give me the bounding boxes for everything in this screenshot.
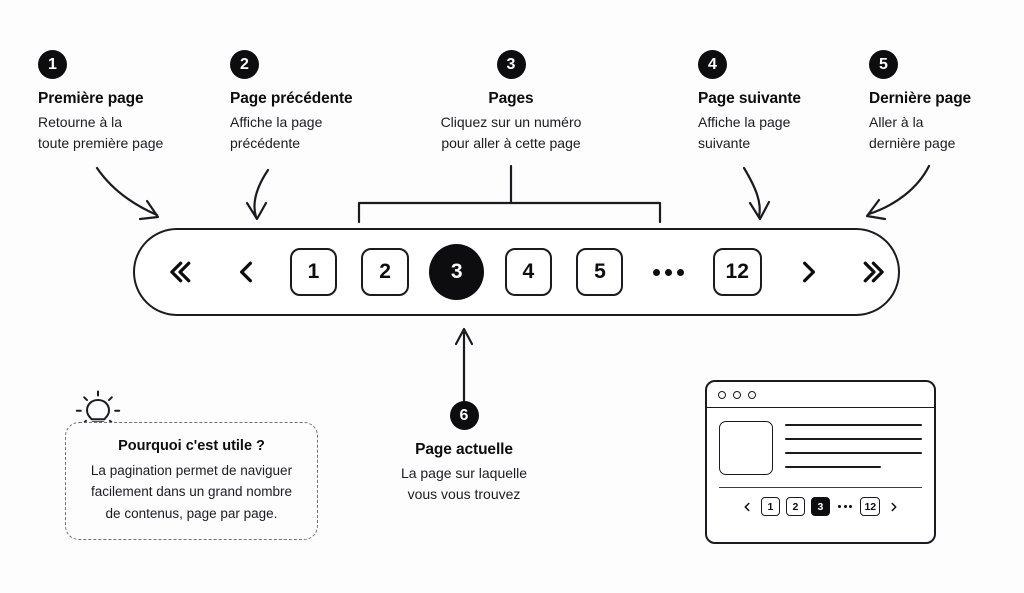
callout-first-page: 1 Première page Retourne à la toute prem…: [38, 50, 163, 153]
page-button-2[interactable]: 2: [361, 248, 409, 296]
callout-badge-5: 5: [869, 50, 898, 79]
chevron-left-icon: [744, 502, 750, 512]
callout-previous-page: 2 Page précédente Affiche la page précéd…: [230, 50, 353, 153]
content-line: [785, 452, 922, 454]
tip-box: Pourquoi c'est utile ? La pagination per…: [65, 422, 318, 540]
callout-title-4: Page suivante: [698, 90, 801, 107]
callout-desc-6: La page sur laquelle vous vous trouvez: [400, 465, 528, 502]
tip-text: La pagination permet de naviguer facilem…: [90, 463, 293, 521]
callout-title-2: Page précédente: [230, 90, 353, 107]
content-thumbnail: [719, 421, 773, 475]
callout-desc-2: Affiche la page précédente: [230, 114, 323, 151]
mockup-pagination-ellipsis: [836, 505, 855, 509]
chevron-right-icon: [891, 502, 897, 512]
mockup-page-button-3-current[interactable]: 3: [810, 497, 830, 517]
content-line: [785, 466, 881, 468]
callout-title-3: Pages: [488, 90, 534, 107]
browser-content: [707, 408, 934, 475]
callout-title-1: Première page: [38, 90, 144, 107]
mockup-page-button-1[interactable]: 1: [760, 497, 780, 517]
mockup-next-page-button[interactable]: [886, 498, 902, 516]
callout-current-page: 6 Page actuelle La page sur laquelle vou…: [364, 401, 564, 504]
last-page-button[interactable]: [851, 248, 898, 296]
browser-window-controls: [707, 382, 934, 408]
first-page-button[interactable]: [157, 248, 204, 296]
callout-next-page: 4 Page suivante Affiche la page suivante: [698, 50, 801, 153]
pagination-ellipsis: [645, 248, 692, 296]
content-line: [785, 424, 922, 426]
chevrons-left-icon: [170, 261, 191, 283]
callout-last-page: 5 Dernière page Aller à la dernière page: [869, 50, 971, 153]
callout-desc-4: Affiche la page suivante: [698, 114, 791, 151]
window-dot-minimize-icon: [733, 390, 741, 399]
callout-badge-6: 6: [449, 401, 479, 430]
callout-pages: 3 Pages Cliquez sur un numéro pour aller…: [411, 50, 611, 153]
chevrons-right-icon: [864, 261, 885, 283]
callout-badge-4: 4: [698, 50, 727, 79]
tip-title: Pourquoi c'est utile ?: [118, 438, 265, 454]
page-button-3-current[interactable]: 3: [429, 244, 485, 300]
content-divider: [719, 487, 922, 489]
pagination-bar: 1 2 3 4 5 12: [133, 228, 900, 316]
chevron-left-icon: [239, 261, 252, 283]
callout-desc-5: Aller à la dernière page: [869, 114, 956, 151]
window-dot-close-icon: [718, 390, 726, 399]
previous-page-button[interactable]: [222, 248, 269, 296]
window-dot-maximize-icon: [748, 390, 756, 399]
callout-desc-1: Retourne à la toute première page: [38, 114, 164, 151]
mockup-pagination: 1 2 3 12: [707, 497, 934, 517]
callout-title-6: Page actuelle: [415, 441, 513, 458]
callout-badge-3: 3: [496, 50, 526, 79]
next-page-button[interactable]: [785, 248, 832, 296]
mockup-previous-page-button[interactable]: [739, 498, 755, 516]
mockup-page-button-2[interactable]: 2: [785, 497, 805, 517]
page-button-1[interactable]: 1: [289, 248, 337, 296]
content-line: [785, 438, 922, 440]
page-button-last-12[interactable]: 12: [712, 248, 762, 296]
callout-badge-2: 2: [230, 50, 259, 79]
mockup-page-button-last-12[interactable]: 12: [860, 497, 881, 517]
page-button-5[interactable]: 5: [576, 248, 624, 296]
callout-badge-1: 1: [38, 50, 67, 79]
callout-desc-3: Cliquez sur un numéro pour aller à cette…: [440, 114, 582, 151]
chevron-right-icon: [802, 261, 815, 283]
content-text-lines: [785, 421, 922, 475]
page-button-4[interactable]: 4: [504, 248, 552, 296]
callout-title-5: Dernière page: [869, 90, 972, 107]
browser-mockup: 1 2 3 12: [705, 380, 936, 544]
